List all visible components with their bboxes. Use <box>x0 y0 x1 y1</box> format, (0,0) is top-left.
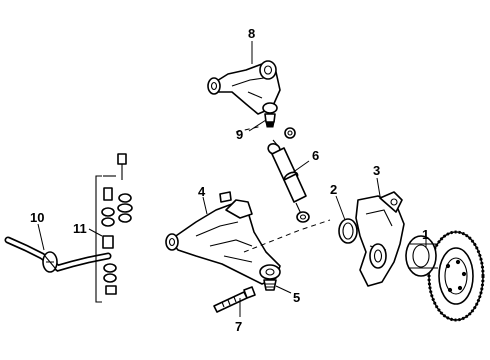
lower-control-arm <box>165 199 281 285</box>
callout-9: 9 <box>236 127 243 142</box>
callout-4: 4 <box>198 184 206 199</box>
shock-absorber <box>267 139 310 223</box>
steering-knuckle <box>355 191 405 287</box>
upper-ball-joint-stud <box>264 113 276 128</box>
stabilizer-bar <box>4 236 112 273</box>
upper-control-arm <box>207 60 281 115</box>
assembly-line-2 <box>235 125 263 133</box>
callout-5: 5 <box>293 290 300 305</box>
callout-6: 6 <box>312 148 319 163</box>
hub-and-rotor <box>405 230 485 322</box>
callout-10: 10 <box>30 210 44 225</box>
grease-seal <box>338 218 358 244</box>
leader-lines <box>37 41 427 317</box>
callout-11: 11 <box>73 221 87 236</box>
bump-stop <box>219 191 232 203</box>
assembly-line-1 <box>243 219 331 253</box>
stabilizer-link-kit <box>95 153 133 303</box>
callout-2: 2 <box>330 182 337 197</box>
control-arm-bolt <box>213 286 256 313</box>
callout-7: 7 <box>235 319 242 334</box>
shock-nut <box>284 127 296 139</box>
callout-8: 8 <box>248 26 255 41</box>
lower-ball-joint <box>263 279 277 291</box>
callout-3: 3 <box>373 163 380 178</box>
callout-1: 1 <box>422 227 429 242</box>
